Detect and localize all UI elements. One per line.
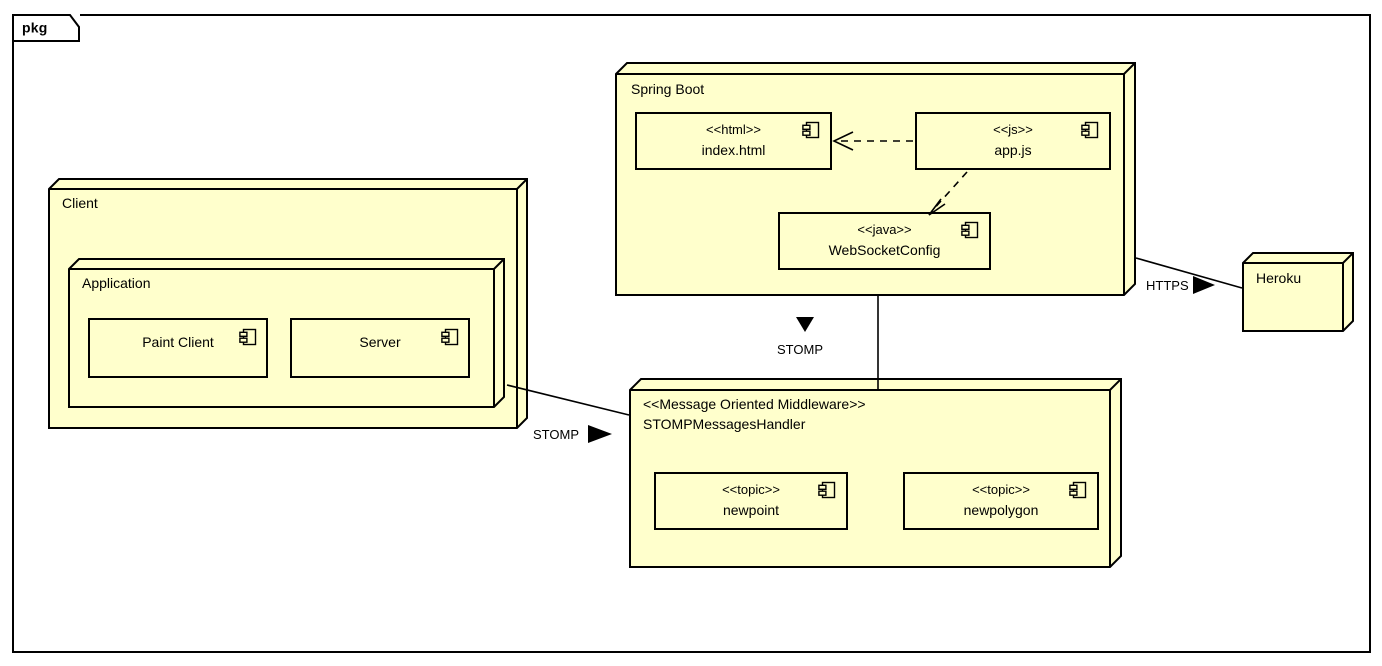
component-icon bbox=[818, 481, 836, 499]
node-mom-title: STOMPMessagesHandler bbox=[643, 416, 806, 432]
component-index-html-stereotype: <<html>> bbox=[706, 122, 761, 137]
component-topic-newpolygon[interactable]: <<topic>> newpolygon bbox=[903, 472, 1099, 530]
component-icon bbox=[961, 221, 979, 239]
component-topic-newpolygon-stereotype: <<topic>> bbox=[972, 482, 1030, 497]
package-tab-label: pkg bbox=[22, 19, 48, 36]
node-spring-boot-title: Spring Boot bbox=[631, 81, 705, 97]
node-application-title: Application bbox=[82, 275, 151, 291]
component-websocketconfig-label: WebSocketConfig bbox=[828, 242, 941, 258]
node-stomp-messages-handler[interactable]: <<Message Oriented Middleware>> STOMPMes… bbox=[629, 378, 1122, 568]
component-app-js-stereotype: <<js>> bbox=[993, 122, 1033, 137]
node-heroku[interactable]: Heroku bbox=[1242, 252, 1354, 332]
node-application[interactable]: Application Paint Client Server bbox=[68, 258, 505, 408]
component-index-html[interactable]: <<html>> index.html bbox=[635, 112, 832, 170]
component-topic-newpolygon-label: newpolygon bbox=[963, 502, 1039, 518]
component-icon bbox=[1069, 481, 1087, 499]
component-server-label: Server bbox=[359, 334, 401, 350]
node-client[interactable]: Client Application Paint Client Server bbox=[48, 178, 528, 429]
component-server[interactable]: Server bbox=[290, 318, 470, 378]
component-icon bbox=[441, 328, 459, 346]
component-icon bbox=[239, 328, 257, 346]
component-topic-newpoint[interactable]: <<topic>> newpoint bbox=[654, 472, 848, 530]
component-websocketconfig-stereotype: <<java>> bbox=[857, 222, 912, 237]
edge-label-stomp-client: STOMP bbox=[533, 427, 579, 442]
component-app-js-label: app.js bbox=[994, 142, 1032, 158]
component-icon bbox=[802, 121, 820, 139]
component-icon bbox=[1081, 121, 1099, 139]
component-topic-newpoint-stereotype: <<topic>> bbox=[722, 482, 780, 497]
node-spring-boot[interactable]: Spring Boot <<html>> index.html <<js>> a… bbox=[615, 62, 1136, 296]
package-frame-top-border bbox=[78, 14, 1371, 16]
component-paint-client-label: Paint Client bbox=[142, 334, 214, 350]
node-heroku-3d-shape bbox=[1242, 252, 1354, 332]
component-paint-client[interactable]: Paint Client bbox=[88, 318, 268, 378]
edge-label-stomp-springboot: STOMP bbox=[777, 342, 823, 357]
node-client-title: Client bbox=[62, 195, 98, 211]
component-app-js[interactable]: <<js>> app.js bbox=[915, 112, 1111, 170]
node-mom-stereotype: <<Message Oriented Middleware>> bbox=[643, 396, 866, 412]
component-topic-newpoint-label: newpoint bbox=[722, 502, 780, 518]
node-heroku-title: Heroku bbox=[1256, 270, 1302, 286]
package-frame bbox=[12, 14, 1371, 653]
package-tab: pkg bbox=[12, 14, 80, 42]
component-index-html-label: index.html bbox=[701, 142, 766, 158]
package-tab-shape bbox=[12, 14, 80, 42]
edge-label-https: HTTPS bbox=[1146, 278, 1189, 293]
component-websocketconfig[interactable]: <<java>> WebSocketConfig bbox=[778, 212, 991, 270]
